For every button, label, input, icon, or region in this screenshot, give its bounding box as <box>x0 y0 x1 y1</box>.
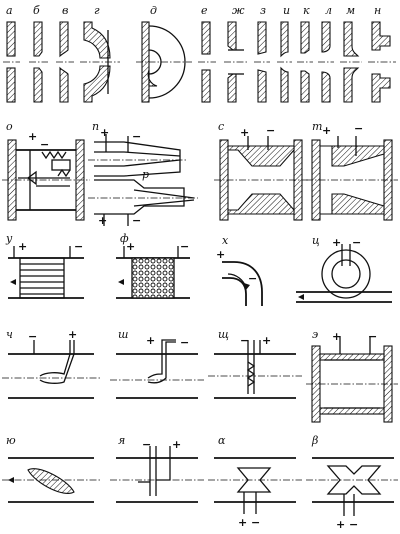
sign-s-minus: − <box>266 124 275 137</box>
meter-e2: + − <box>306 330 398 423</box>
meter-kh: + − <box>216 248 263 306</box>
profile-k <box>297 21 313 103</box>
profile-d <box>136 21 192 103</box>
label-beta: β <box>311 434 318 447</box>
label-e: е <box>201 4 208 17</box>
sign-ts-minus: − <box>352 236 361 249</box>
sign-ya-plus: + <box>172 438 181 451</box>
meter-f: + − <box>116 240 190 299</box>
label-k: к <box>303 4 310 17</box>
sign-r-plus: + <box>98 214 107 227</box>
sign-e2-plus: + <box>332 330 341 343</box>
sign-kh-plus: + <box>216 248 225 261</box>
meter-s: + − <box>214 124 308 221</box>
label-z: з <box>260 4 266 17</box>
row-1-orifice-profiles: а б в г д е ж з и к л м н <box>3 4 396 103</box>
label-sh: ш <box>118 328 128 341</box>
profile-e <box>198 21 216 103</box>
meter-ya: − + <box>110 438 204 503</box>
profile-i <box>277 21 292 103</box>
sign-sh-plus: + <box>146 334 155 347</box>
meter-shch: − + <box>208 334 302 399</box>
sign-u-minus: − <box>74 240 83 253</box>
sign-f-plus: + <box>126 240 135 253</box>
label-d: д <box>150 4 157 17</box>
profile-zh <box>224 21 248 103</box>
label-shch: щ <box>218 328 229 341</box>
sign-shch-plus: + <box>262 334 271 347</box>
sign-o-minus: − <box>40 138 49 151</box>
sign-p-minus: − <box>132 130 141 143</box>
label-yu: ю <box>6 434 16 447</box>
sign-ts-plus: + <box>332 236 341 249</box>
meter-p: + − <box>88 126 186 177</box>
row-5: ю я α β − + <box>2 434 398 531</box>
sign-o-plus: + <box>28 130 37 143</box>
meter-ch: − + <box>2 328 100 399</box>
label-ch: ч <box>6 328 13 341</box>
meter-ts: + − <box>296 236 392 303</box>
sign-ya-minus: − <box>142 438 151 451</box>
label-t: т <box>312 120 322 133</box>
profile-v <box>56 21 74 103</box>
label-e2: э <box>312 328 318 341</box>
meter-yu <box>2 457 100 503</box>
meter-alpha: + − <box>208 457 302 529</box>
meter-t: + − <box>306 122 398 221</box>
meter-o: + − <box>2 130 90 221</box>
label-alpha: α <box>218 434 226 447</box>
profile-b <box>29 21 48 103</box>
label-i: и <box>283 4 290 17</box>
label-zh: ж <box>232 4 245 17</box>
sign-sh-minus: − <box>180 336 189 349</box>
label-kh: х <box>222 234 229 247</box>
sign-r-minus: − <box>132 214 141 227</box>
meter-beta: + − <box>306 457 398 531</box>
profile-n <box>368 21 396 103</box>
label-s: с <box>218 120 224 133</box>
label-o: о <box>6 120 13 133</box>
sign-beta-pm: + − <box>336 518 358 531</box>
row-3: у ф х ц + − + − <box>5 232 392 306</box>
sign-shch-minus: − <box>240 334 249 347</box>
label-g: г <box>94 4 100 17</box>
profile-g <box>80 21 120 103</box>
sign-ch-minus: − <box>28 330 37 343</box>
sign-t-plus: + <box>322 124 331 137</box>
label-a: а <box>6 4 13 17</box>
profile-z <box>254 21 270 103</box>
sign-u-plus: + <box>18 240 27 253</box>
profile-a <box>3 21 20 103</box>
meter-r: + − <box>88 179 198 227</box>
row-2: о п р с т + − + <box>2 120 398 227</box>
label-ts: ц <box>312 234 320 247</box>
label-v: в <box>62 4 68 17</box>
label-f: ф <box>120 232 129 245</box>
label-ya: я <box>118 434 125 447</box>
sign-p-plus: + <box>100 126 109 139</box>
meter-sh: + − <box>110 334 204 399</box>
sign-ch-plus: + <box>68 328 77 341</box>
label-l: л <box>325 4 332 17</box>
label-b: б <box>33 4 40 17</box>
label-u: у <box>5 232 13 245</box>
sign-t-minus: − <box>354 122 363 135</box>
sign-s-plus: + <box>240 126 249 139</box>
sign-f-minus: − <box>180 240 189 253</box>
profile-m <box>340 21 362 103</box>
meter-u: + − <box>8 240 84 299</box>
sign-alpha-pm: + − <box>238 516 260 529</box>
sign-kh-minus: − <box>248 272 257 285</box>
label-n: н <box>374 4 381 17</box>
label-p: п <box>92 120 99 133</box>
label-m: м <box>346 4 355 17</box>
sign-e2-minus: − <box>368 330 377 343</box>
row-4: ч ш щ э − + + − <box>2 328 398 423</box>
profile-l <box>318 21 334 103</box>
